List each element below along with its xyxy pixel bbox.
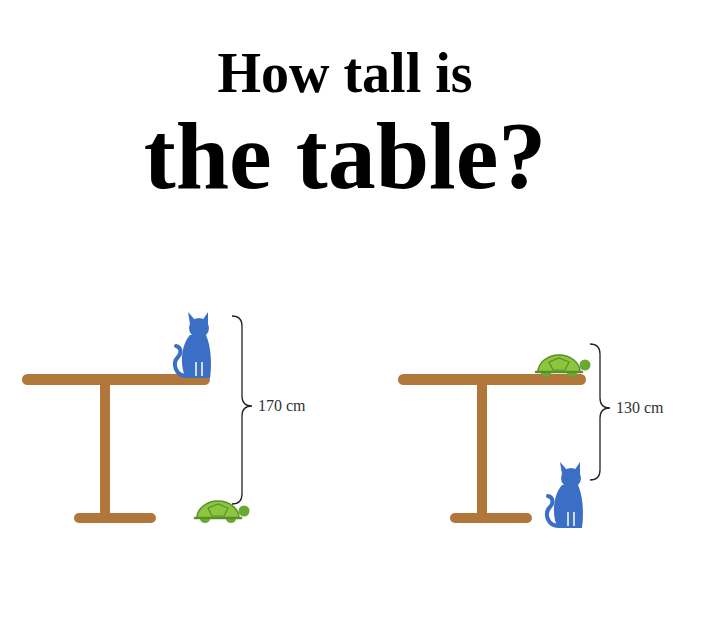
cat-figure [175, 312, 211, 378]
title-line: the table? [0, 104, 690, 208]
title: How tall is the table? [0, 42, 690, 208]
table-left [22, 374, 210, 523]
brace [232, 316, 252, 504]
dimension-label: 130 cm [616, 398, 664, 418]
brace [590, 344, 610, 480]
turtle-figure [536, 355, 591, 377]
turtle-figure [195, 501, 250, 523]
dimension-label: 170 cm [258, 396, 306, 416]
title-line: How tall is [0, 42, 690, 104]
cat-figure [547, 462, 583, 528]
